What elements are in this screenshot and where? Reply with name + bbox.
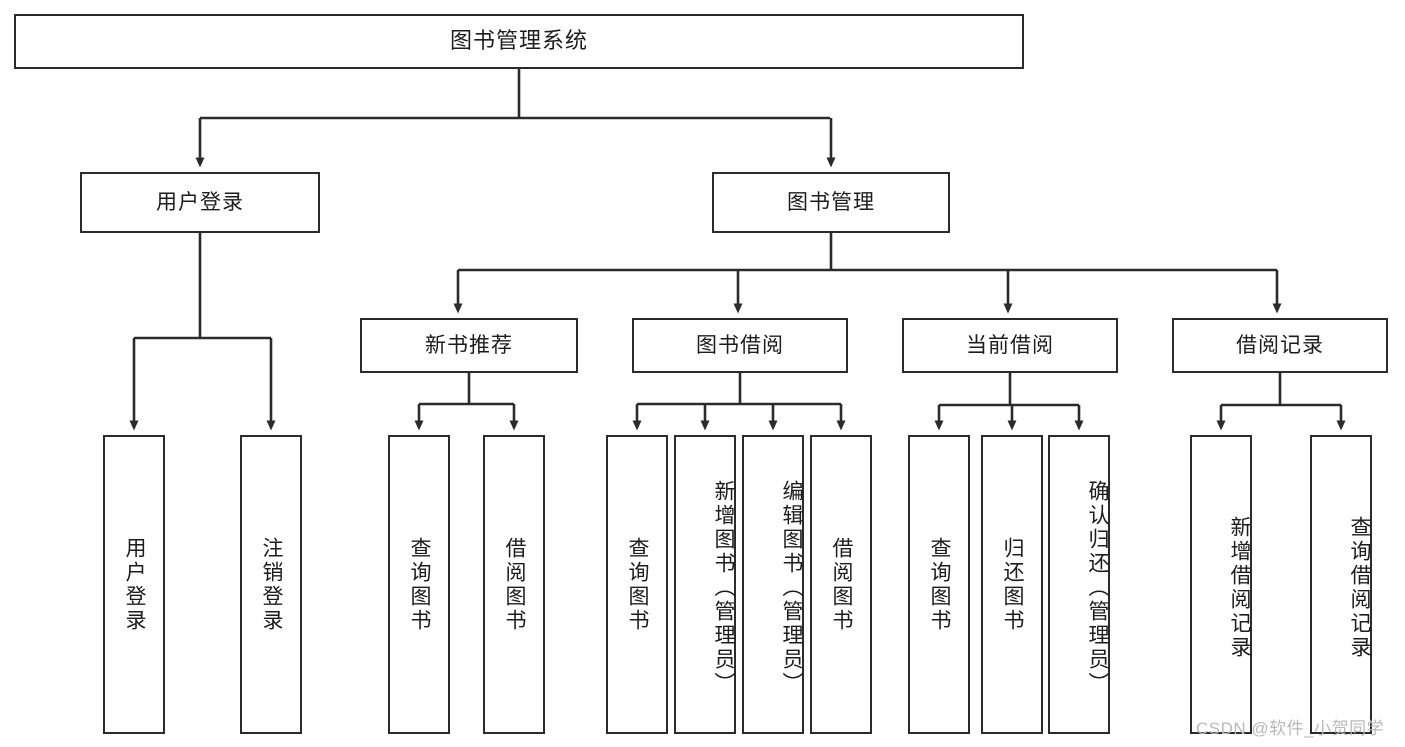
leaf-return-book[interactable]: 归还图书 bbox=[981, 435, 1043, 734]
leaf-user-logout-label: 注销登录 bbox=[260, 536, 284, 633]
node-new-book-recommend-label: 新书推荐 bbox=[425, 333, 513, 357]
leaf-query-borrow-record[interactable]: 查询借阅记录 bbox=[1310, 435, 1372, 734]
leaf-query-borrow-record-label: 查询借阅记录 bbox=[1348, 515, 1371, 660]
leaf-user-logout[interactable]: 注销登录 bbox=[240, 435, 302, 734]
node-book-management[interactable]: 图书管理 bbox=[712, 172, 950, 233]
leaf-add-borrow-record[interactable]: 新增借阅记录 bbox=[1190, 435, 1252, 734]
leaf-add-book-admin-label: 新增图书（管理员） bbox=[712, 479, 735, 696]
csdn-watermark: CSDN @软件_小贺同学 bbox=[1196, 719, 1385, 738]
node-root[interactable]: 图书管理系统 bbox=[14, 14, 1024, 69]
leaf-query-book-current[interactable]: 查询图书 bbox=[908, 435, 970, 734]
node-current-borrow-label: 当前借阅 bbox=[966, 333, 1054, 357]
leaf-borrow-book-recommend[interactable]: 借阅图书 bbox=[483, 435, 545, 734]
node-book-borrow-label: 图书借阅 bbox=[696, 333, 784, 357]
node-root-label: 图书管理系统 bbox=[449, 28, 588, 54]
leaf-query-book-recommend-label: 查询图书 bbox=[408, 536, 432, 633]
leaf-borrow-book-recommend-label: 借阅图书 bbox=[503, 536, 527, 633]
node-user-login-label: 用户登录 bbox=[156, 190, 244, 214]
leaf-edit-book-admin[interactable]: 编辑图书（管理员） bbox=[742, 435, 804, 734]
leaf-user-login[interactable]: 用户登录 bbox=[103, 435, 165, 734]
node-current-borrow[interactable]: 当前借阅 bbox=[902, 318, 1118, 373]
leaf-edit-book-admin-label: 编辑图书（管理员） bbox=[780, 479, 803, 696]
leaf-query-book-borrow-label: 查询图书 bbox=[626, 536, 650, 633]
leaf-confirm-return-admin-label: 确认归还（管理员） bbox=[1086, 479, 1109, 696]
leaf-add-book-admin[interactable]: 新增图书（管理员） bbox=[674, 435, 736, 734]
node-borrow-record[interactable]: 借阅记录 bbox=[1172, 318, 1388, 373]
leaf-confirm-return-admin[interactable]: 确认归还（管理员） bbox=[1048, 435, 1110, 734]
leaf-borrow-book-borrow-label: 借阅图书 bbox=[830, 536, 854, 633]
node-borrow-record-label: 借阅记录 bbox=[1236, 333, 1324, 357]
node-book-borrow[interactable]: 图书借阅 bbox=[632, 318, 848, 373]
leaf-query-book-current-label: 查询图书 bbox=[928, 536, 952, 633]
leaf-query-book-borrow[interactable]: 查询图书 bbox=[606, 435, 668, 734]
leaf-query-book-recommend[interactable]: 查询图书 bbox=[388, 435, 450, 734]
leaf-add-borrow-record-label: 新增借阅记录 bbox=[1228, 515, 1251, 660]
node-book-management-label: 图书管理 bbox=[787, 190, 875, 214]
node-user-login[interactable]: 用户登录 bbox=[80, 172, 320, 233]
leaf-borrow-book-borrow[interactable]: 借阅图书 bbox=[810, 435, 872, 734]
leaf-user-login-label: 用户登录 bbox=[123, 536, 147, 633]
node-new-book-recommend[interactable]: 新书推荐 bbox=[360, 318, 578, 373]
leaf-return-book-label: 归还图书 bbox=[1001, 536, 1025, 633]
